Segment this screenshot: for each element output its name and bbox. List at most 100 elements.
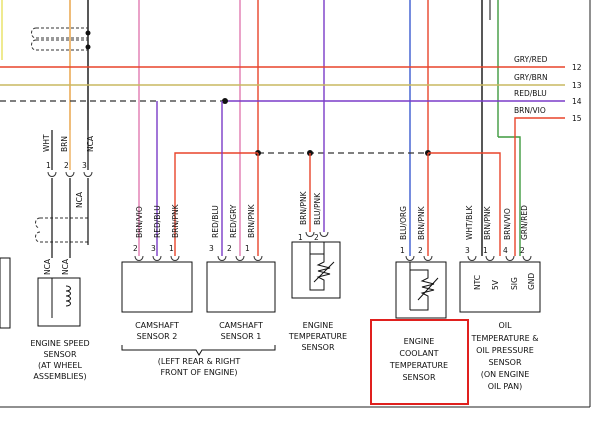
label-brn-vio: BRN/VIO	[514, 106, 546, 115]
engtemp-caption-2: TEMPERATURE	[288, 332, 347, 341]
oil-t1: NTC	[473, 275, 482, 290]
pin-13: 13	[572, 81, 582, 90]
cam2-w1: BRN/VIO	[135, 206, 144, 238]
oil-p4: 2	[520, 246, 525, 255]
coolant-connector	[405, 255, 433, 261]
cam2-w3: BRN/PNK	[171, 203, 180, 238]
label-gry-brn: GRY/BRN	[514, 73, 548, 82]
oil-connector	[467, 255, 532, 261]
cam-bracket	[121, 345, 276, 356]
oil-red-wire	[428, 152, 501, 256]
speed-connector-top	[47, 171, 93, 177]
speed-caption-1: ENGINE SPEED	[30, 339, 89, 348]
oil-caption-2: TEMPERATURE &	[471, 334, 539, 343]
engtemp-connector	[305, 231, 329, 237]
speed-nca-label-4: NCA	[61, 258, 70, 275]
splice-speed-a	[85, 30, 91, 36]
cam1-w1: RED/BLU	[211, 205, 220, 238]
engine-speed-sensor-box	[37, 277, 81, 327]
cam1-caption-2: SENSOR 1	[221, 332, 262, 341]
oil-w3: BRN/VIO	[503, 208, 512, 240]
cam1-w2: RED/GRY	[229, 204, 238, 238]
highlight-box	[370, 319, 469, 405]
oil-green-wire	[498, 136, 521, 256]
oil-p1: 3	[465, 246, 470, 255]
oil-p3: 4	[503, 246, 508, 255]
engtemp-p1: 1	[298, 233, 303, 242]
cam1-w3: BRN/PNK	[247, 203, 256, 238]
oil-p2: 1	[483, 246, 488, 255]
shield-symbol-top	[31, 27, 88, 51]
speed-nca-label-3: NCA	[43, 258, 52, 275]
speed-pin-2: 2	[64, 161, 69, 170]
cam1-p2: 2	[227, 244, 232, 253]
cam2-w2: RED/BLU	[153, 205, 162, 238]
camshaft-sensor-2-box	[121, 261, 193, 313]
cam2-p1: 2	[133, 244, 138, 253]
camshaft-sensor-1-box	[206, 261, 276, 313]
coolant-arrow-icon	[417, 277, 439, 301]
cam1-caption-1: CAMSHAFT	[219, 321, 263, 330]
speed-caption-3: (AT WHEEL	[38, 361, 82, 370]
speed-brn-label: BRN	[60, 136, 69, 152]
engtemp-w2: BLU/PNK	[313, 192, 322, 225]
oil-sensor-box	[459, 261, 541, 313]
cam2-red-wire	[174, 152, 258, 256]
speed-pin-3: 3	[82, 161, 87, 170]
speed-wht-label: WHT	[42, 134, 51, 152]
cam-note-2: FRONT OF ENGINE)	[160, 368, 237, 377]
coolant-w1: BLU/ORG	[399, 206, 408, 240]
oil-w4: GRN/RED	[520, 205, 529, 240]
splice-speed-b	[85, 44, 91, 50]
splice-14	[222, 98, 228, 104]
pin-15: 15	[572, 114, 582, 123]
left-edge-box	[0, 257, 11, 329]
speed-caption-4: ASSEMBLIES)	[33, 372, 86, 381]
label-red-blu: RED/BLU	[514, 89, 547, 98]
thermistor-arrow-icon	[313, 261, 335, 283]
oil-w2: BRN/PNK	[483, 205, 492, 240]
wire-brn-vio	[514, 117, 565, 163]
cam2-p3: 1	[169, 244, 174, 253]
oil-t3: SIG	[510, 277, 519, 290]
oil-w1: WHT/BLK	[465, 205, 474, 240]
cam2-p2: 3	[151, 244, 156, 253]
coolant-caption-2: COOLANT	[399, 349, 438, 358]
engtemp-caption-1: ENGINE	[303, 321, 334, 330]
engtemp-p2: 2	[314, 233, 319, 242]
speed-pin-1: 1	[46, 161, 51, 170]
cam1-p3: 1	[245, 244, 250, 253]
coolant-sensor-box	[395, 261, 447, 319]
speed-nca-label: NCA	[86, 135, 95, 152]
pin-14: 14	[572, 97, 582, 106]
pin-12: 12	[572, 63, 582, 72]
coolant-w2: BRN/PNK	[417, 205, 426, 240]
oil-caption-4: SENSOR	[488, 358, 521, 367]
coolant-p1: 1	[400, 246, 405, 255]
speed-nca-label-2: NCA	[75, 191, 84, 208]
oil-t2: 5V	[491, 279, 500, 290]
cam1-connector	[217, 255, 263, 261]
cam-note-1: (LEFT REAR & RIGHT	[158, 357, 241, 366]
coolant-caption-4: SENSOR	[402, 373, 435, 382]
engtemp-caption-3: SENSOR	[301, 343, 334, 352]
oil-t4: GND	[527, 273, 536, 290]
coil-icon	[65, 285, 71, 307]
thermistor-icon	[309, 253, 331, 291]
speed-caption-2: SENSOR	[43, 350, 76, 359]
cam2-caption-1: CAMSHAFT	[135, 321, 179, 330]
engtemp-w1: BRN/PNK	[299, 190, 308, 225]
oil-caption-1: OIL	[498, 321, 512, 330]
coolant-thermistor-icon	[410, 269, 435, 311]
cam2-caption-2: SENSOR 2	[137, 332, 178, 341]
oil-caption-3: OIL PRESSURE	[476, 346, 534, 355]
coolant-caption-1: ENGINE	[404, 337, 435, 346]
oil-caption-6: OIL PAN)	[488, 382, 523, 391]
cam2-connector	[134, 255, 180, 261]
coolant-p2: 2	[418, 246, 423, 255]
label-gry-red: GRY/RED	[514, 55, 548, 64]
cam1-p1: 3	[209, 244, 214, 253]
shield-symbol-bottom	[35, 217, 88, 243]
oil-caption-5: (ON ENGINE	[481, 370, 530, 379]
